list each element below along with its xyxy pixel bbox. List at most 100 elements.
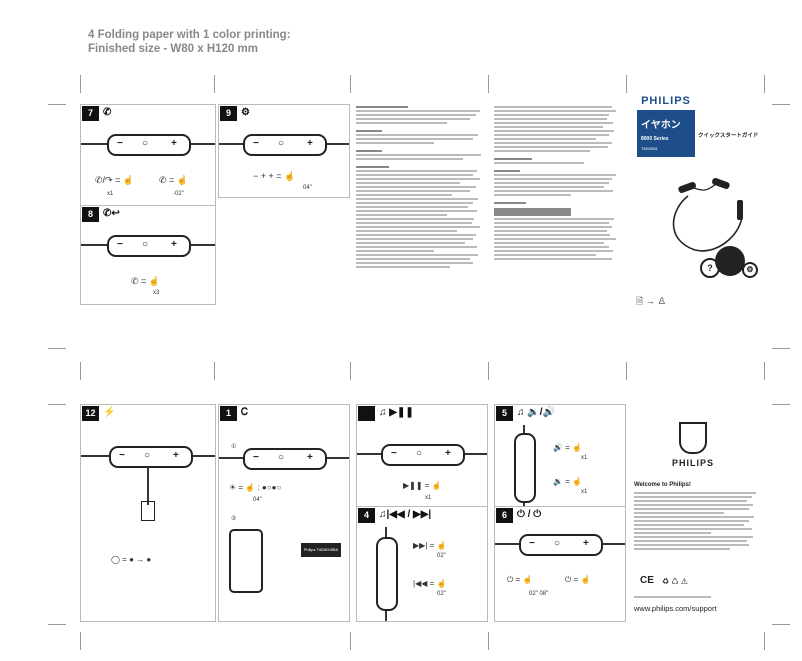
guide-reader-icon xyxy=(715,246,745,276)
panel-3-play-pause: ♫ ▶❚❚ −○+ ▶❚❚ = ☝ x1 xyxy=(356,404,488,516)
crop-mark xyxy=(350,362,351,380)
remote-control: −○+ xyxy=(109,446,193,468)
press-count-label: x1 xyxy=(581,455,588,461)
power-icon: ⏻ / ⏻ xyxy=(517,509,542,520)
philips-shield-logo xyxy=(679,422,707,454)
press-count-label: x1 xyxy=(425,495,432,501)
compliance-text-column xyxy=(494,104,622,334)
settings-icon: ⚙ xyxy=(742,262,758,278)
print-spec-header: 4 Folding paper with 1 color printing: F… xyxy=(88,28,291,56)
usb-cable xyxy=(147,467,149,505)
panel-7-call: 7 ✆ −○+ ✆/↷ = ☝ x1 ✆ = ☝ -02" xyxy=(80,104,216,207)
product-series: 8000 Series xyxy=(641,136,669,142)
crop-mark xyxy=(48,404,66,405)
step-1-marker: ① xyxy=(231,444,237,450)
welcome-text: Welcome to Philips! xyxy=(634,482,691,488)
reset-combo-icon: − + + = ☝ xyxy=(253,171,296,181)
panel-number: 12 xyxy=(82,406,99,421)
earphones-illustration xyxy=(672,177,743,252)
crop-mark xyxy=(772,404,790,405)
panel-9-reset: 9 ⚙ −○+ − + + = ☝ 04" xyxy=(218,104,350,198)
panel-6-power: 6 ⏻ / ⏻ −○+ ⏻ = ☝ ⏻ = ☝ 02" 08" xyxy=(494,506,626,622)
crop-mark xyxy=(488,632,489,650)
legal-text-block xyxy=(634,490,762,570)
panel-number: 8 xyxy=(82,207,99,222)
remote-control: −○+ xyxy=(107,235,191,257)
track-skip-icon: ♫|◀◀ / ▶▶| xyxy=(379,509,432,520)
smartphone-icon xyxy=(229,529,263,593)
crop-mark xyxy=(626,75,627,93)
prev-track-action-icon: |◀◀ = ☝ xyxy=(413,579,447,588)
play-pause-action-icon: ▶❚❚ = ☝ xyxy=(403,481,442,490)
panel-number: 6 xyxy=(496,508,513,523)
answer-call-icon: ✆/↷ = ☝ xyxy=(95,175,135,185)
hold-time-label: -02" xyxy=(173,191,184,197)
hold-time-label: 02" xyxy=(437,591,446,597)
quick-start-guide-title: クイックスタートガイド xyxy=(698,133,759,139)
crop-mark xyxy=(764,362,765,380)
crop-mark xyxy=(764,632,765,650)
remote-control: −○+ xyxy=(107,134,191,156)
phone-icon: ✆ xyxy=(103,107,112,118)
crop-mark xyxy=(214,362,215,380)
device-name-label: Philips TAE8005BK xyxy=(301,543,341,557)
press-count-label: x1 xyxy=(581,489,588,495)
small-print xyxy=(634,594,744,602)
redial-icon: ✆↩ xyxy=(103,208,120,219)
panel-5-volume: 5 ♫ 🔉/🔊 🔊 = ☝ x1 🔉 = ☝ x1 xyxy=(494,404,626,510)
redial-action-icon: ✆ = ☝ xyxy=(131,276,161,286)
product-name: イヤホン xyxy=(641,120,681,131)
usb-plug-icon xyxy=(141,501,155,521)
remote-control: −○+ xyxy=(243,134,327,156)
print-spec-line2: Finished size - W80 x H120 mm xyxy=(88,43,259,55)
remote-control: −○+ xyxy=(519,534,603,556)
volume-down-action-icon: 🔉 = ☝ xyxy=(553,477,583,486)
music-play-pause-icon: ♫ ▶❚❚ xyxy=(379,407,414,418)
remote-control: −○+ xyxy=(381,444,465,466)
product-model: TAE8005 xyxy=(641,146,658,151)
panel-12-charging: 12 ⚡ −○+ ◯ = ● → ● xyxy=(80,404,216,622)
panel-number: 1 xyxy=(220,406,237,421)
brand-name: PHILIPS xyxy=(637,92,695,110)
volume-icon: ♫ 🔉/🔊 xyxy=(517,407,555,418)
next-track-action-icon: ▶▶| = ☝ xyxy=(413,541,447,550)
crop-mark xyxy=(214,75,215,93)
crop-mark xyxy=(626,362,627,380)
power-off-action-icon: ⏻ = ☝ xyxy=(565,575,591,584)
step-2-marker: ② xyxy=(231,516,237,522)
panel-number: 9 xyxy=(220,106,237,121)
remote-control xyxy=(514,433,536,503)
crop-mark xyxy=(488,75,489,93)
print-spec-line1: 4 Folding paper with 1 color printing: xyxy=(88,29,291,41)
reject-call-icon: ✆ = ☝ xyxy=(159,175,189,185)
crop-mark xyxy=(80,362,81,380)
press-count-label: x3 xyxy=(153,290,160,296)
crop-mark xyxy=(350,632,351,650)
remote-control xyxy=(376,537,398,611)
panel-number: 5 xyxy=(496,406,513,421)
hold-time-label: 04" xyxy=(303,185,312,191)
panel-number: 4 xyxy=(358,508,375,523)
crop-mark xyxy=(48,348,66,349)
hold-time-label: 02" xyxy=(437,553,446,559)
led-charge-status-icon: ◯ = ● → ● xyxy=(111,555,152,564)
panel-8-redial: 8 ✆↩ −○+ ✆ = ☝ x3 xyxy=(80,205,216,305)
panel-number xyxy=(358,406,375,421)
crop-mark xyxy=(772,348,790,349)
crop-mark xyxy=(764,75,765,93)
crop-mark xyxy=(350,75,351,93)
ce-mark: CE xyxy=(640,575,654,586)
remote-control: −○+ xyxy=(243,448,327,470)
manual-to-user-icon: 🗎 → ♙ xyxy=(636,296,667,306)
power-on-action-icon: ⏻ = ☝ xyxy=(507,575,533,584)
press-count-label: x1 xyxy=(107,191,114,197)
panel-number: 7 xyxy=(82,106,99,121)
crop-mark xyxy=(80,632,81,650)
support-url: www.philips.com/support xyxy=(634,604,717,613)
crop-mark xyxy=(48,624,66,625)
pairing-led-icon: ☀ = ☝ : ●○●○ xyxy=(229,483,282,492)
crop-mark xyxy=(80,75,81,93)
panel-4-track-skip: 4 ♫|◀◀ / ▶▶| ▶▶| = ☝ 02" |◀◀ = ☝ 02" xyxy=(356,506,488,622)
safety-text-column xyxy=(356,104,486,334)
bluetooth-icon: Ꮯ xyxy=(241,407,249,418)
